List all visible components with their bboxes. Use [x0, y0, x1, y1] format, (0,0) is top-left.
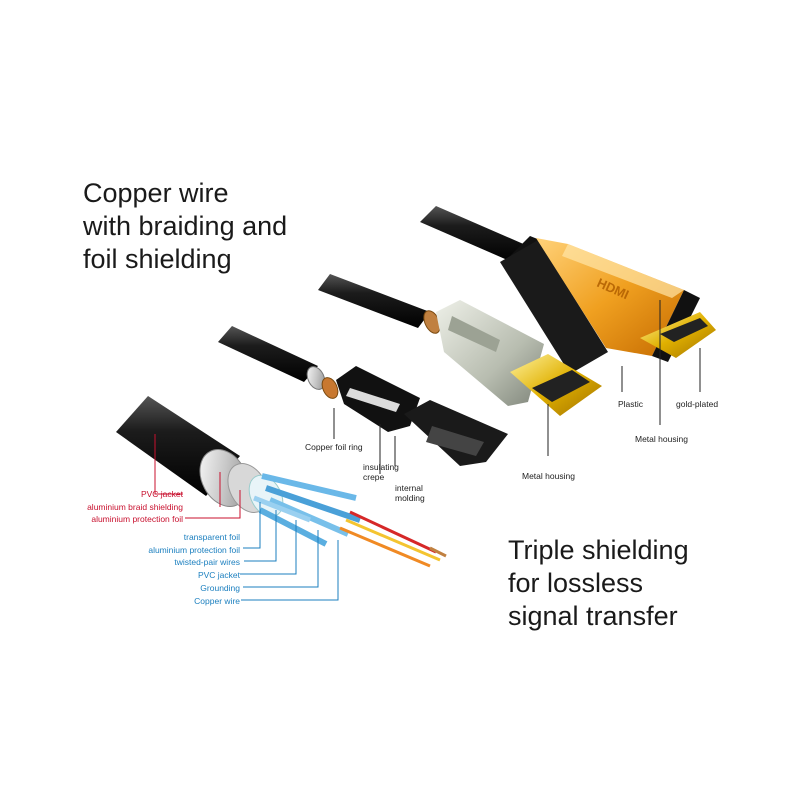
- label-copper-wire: Copper wire: [194, 596, 240, 606]
- leader-lines-blue: [240, 502, 339, 601]
- top-cable: [420, 206, 528, 262]
- leader-lines-red: [154, 434, 241, 519]
- heading-line: for lossless: [508, 568, 644, 598]
- lower-hdmi-plug: [218, 326, 508, 466]
- lower-cable: [218, 326, 318, 382]
- heading-line: with braiding and: [83, 211, 288, 241]
- top-housing-highlight: [562, 244, 684, 298]
- label-internal-molding: internal molding: [395, 483, 425, 503]
- label-aluminium-protection-foil-outer: aluminium protection foil: [91, 514, 183, 524]
- pair-wire: [253, 495, 311, 523]
- lower-contact-slot: [426, 426, 484, 456]
- heading-line: signal transfer: [508, 601, 678, 631]
- label-insulating-crepe: insulating crepe: [363, 462, 399, 482]
- label-line: insulating: [363, 462, 399, 472]
- label-aluminium-braid-shielding: aluminium braid shielding: [87, 502, 183, 512]
- label-pvc-jacket-outer: PVC jacket: [140, 489, 183, 499]
- mid-molding-ridge: [448, 316, 500, 352]
- heading-line: foil shielding: [83, 244, 232, 274]
- label-line: internal: [395, 483, 423, 493]
- label-gold-plated: gold-plated: [676, 399, 719, 409]
- pair-wire: [258, 507, 328, 547]
- pair-wire: [265, 485, 361, 523]
- lower-crepe-highlight: [346, 388, 400, 412]
- heading-copper-wire: Copper wire with braiding and foil shiel…: [83, 177, 287, 276]
- label-metal-housing-mid: Metal housing: [522, 471, 575, 481]
- top-metal-housing: [536, 238, 684, 356]
- label-copper-foil-ring: Copper foil ring: [305, 442, 363, 452]
- heading-line: Triple shielding: [508, 535, 689, 565]
- mid-hdmi-plug: [318, 274, 602, 416]
- label-line: molding: [395, 493, 425, 503]
- mid-internal-molding: [436, 300, 544, 406]
- top-hdmi-plug: HDMI: [420, 206, 716, 374]
- copper-wire-orange: [339, 526, 431, 568]
- copper-wire-red: [349, 510, 437, 554]
- lower-braid-ring: [306, 366, 326, 390]
- label-pvc-jacket-inner: PVC jacket: [197, 570, 240, 580]
- label-twisted-pair-wires: twisted-pair wires: [174, 557, 240, 567]
- label-plastic: Plastic: [618, 399, 644, 409]
- top-contact-slot: [660, 318, 708, 342]
- label-transparent-foil: transparent foil: [183, 532, 240, 542]
- top-plastic-collar: [500, 240, 608, 374]
- cutaway-cable: [116, 396, 447, 568]
- pair-wire: [261, 473, 357, 501]
- heading-triple-shielding: Triple shielding for lossless signal tra…: [508, 534, 689, 633]
- copper-wire-yellow: [345, 518, 441, 562]
- label-aluminium-protection-foil-inner: aluminium protection foil: [148, 545, 240, 555]
- label-grounding: Grounding: [200, 583, 240, 593]
- label-metal-housing-top: Metal housing: [635, 434, 688, 444]
- copper-wire-tip: [429, 546, 447, 558]
- heading-line: Copper wire: [83, 178, 229, 208]
- lower-copper-foil-ring: [321, 377, 339, 399]
- leader-lines-black: [333, 300, 701, 474]
- mid-cable: [318, 274, 430, 328]
- mid-contact-slot: [532, 370, 590, 402]
- lower-connector-tip: [404, 400, 508, 466]
- label-line: crepe: [363, 472, 385, 482]
